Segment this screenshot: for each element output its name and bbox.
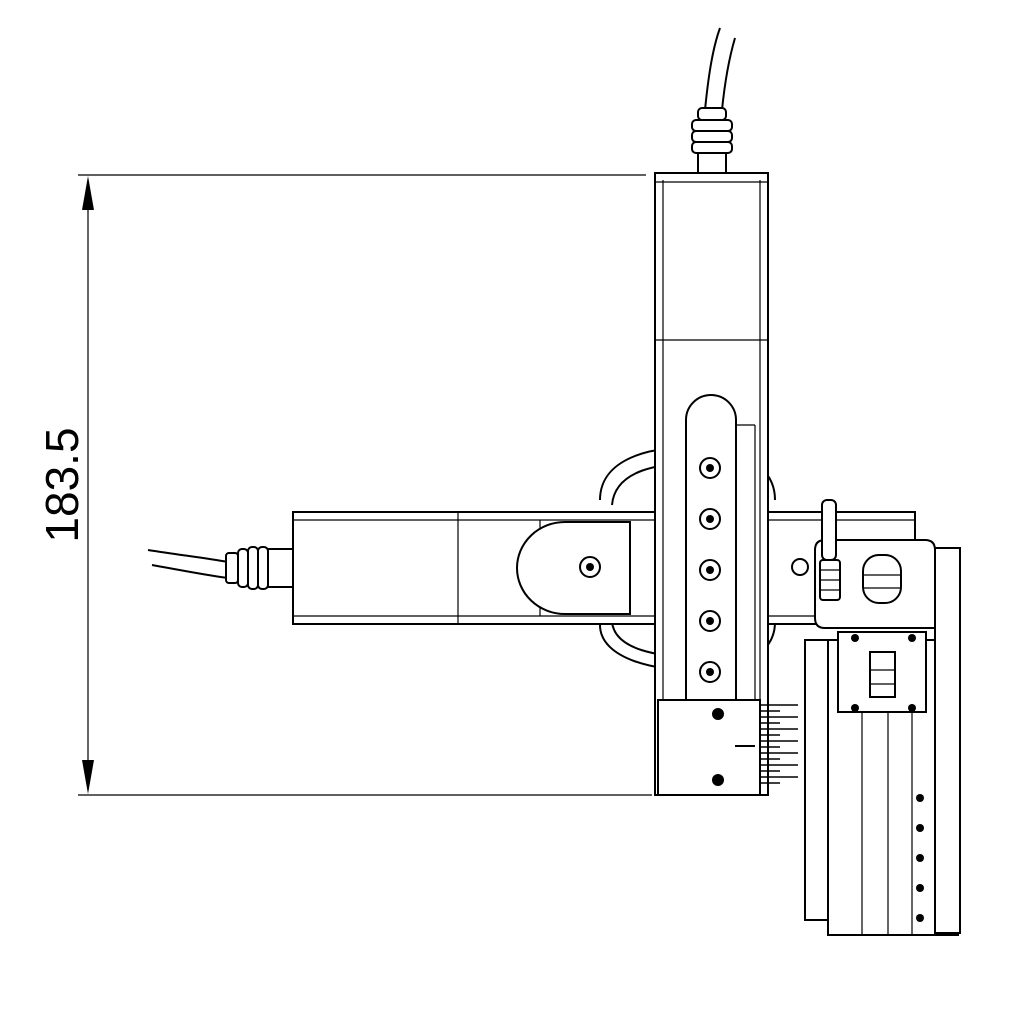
top-cable [691, 27, 736, 174]
left-cable [147, 546, 294, 590]
knob [862, 554, 902, 604]
column-holes [699, 457, 721, 683]
arrow-up-icon [82, 176, 94, 210]
vertical-column [654, 172, 798, 796]
scale-ticks [760, 704, 798, 784]
arm-slot [516, 521, 631, 615]
bottom-block [657, 699, 761, 796]
arrow-down-icon [82, 760, 94, 794]
hole-icon [579, 556, 601, 578]
column-slot [685, 394, 737, 700]
dimension-label: 183.5 [36, 427, 88, 542]
right-stage [804, 499, 961, 936]
horizontal-arm [292, 511, 916, 625]
lever [821, 499, 837, 561]
micrometer [869, 651, 896, 698]
height-dimension: 183.5 [36, 174, 652, 796]
